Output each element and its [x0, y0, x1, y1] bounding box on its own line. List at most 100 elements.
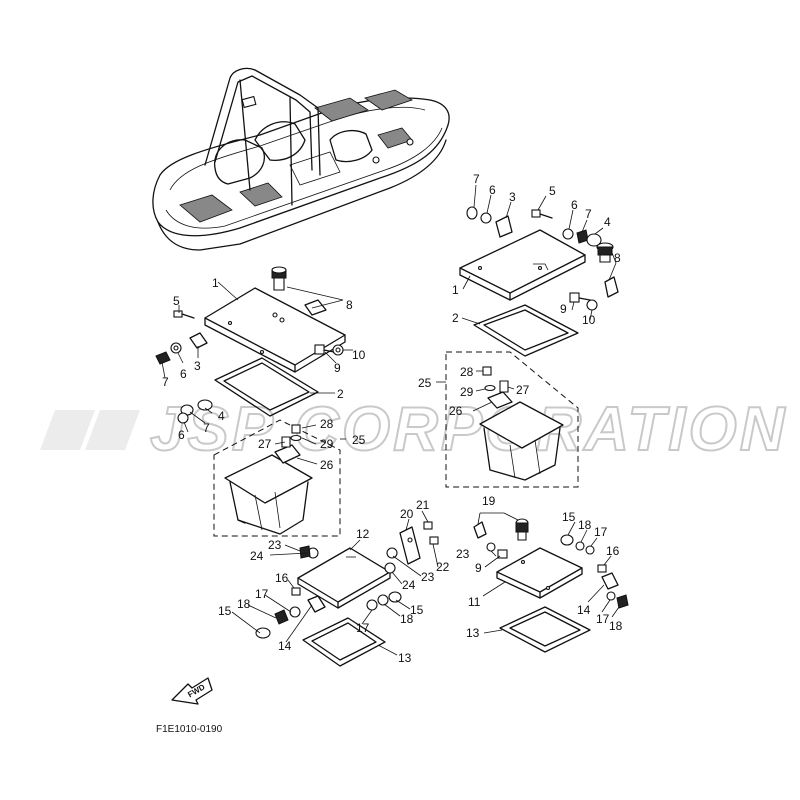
callout-27-right: 27 [516, 383, 530, 397]
callout-23-c: 23 [456, 547, 470, 561]
washer-29-right [484, 384, 496, 392]
callout-18-right: 18 [578, 518, 592, 532]
deck-mat-center [239, 182, 283, 207]
washer-17-left-b [366, 599, 378, 611]
nut-7-left [155, 351, 171, 365]
callout-3-right: 3 [509, 190, 516, 204]
fwd-arrow-icon: FWD [171, 677, 213, 705]
latch-bracket-right [604, 276, 619, 298]
callout-15-right: 15 [562, 510, 576, 524]
screw-28-right [482, 366, 492, 376]
callout-7-right: 7 [473, 172, 480, 186]
screw-22 [429, 536, 439, 545]
washer-17-left [289, 606, 301, 618]
callout-11: 11 [468, 595, 481, 609]
bolt-9-right [569, 292, 591, 303]
cap-15-left [255, 627, 271, 639]
callout-2-right: 2 [452, 311, 459, 325]
callout-6-left: 6 [180, 367, 187, 381]
callout-1-left: 1 [212, 276, 219, 290]
callout-22: 22 [436, 560, 450, 574]
callout-24-a: 24 [402, 578, 416, 592]
deck-mat-stern-right [364, 89, 413, 111]
leader-lines [161, 184, 620, 656]
callout-25-right: 25 [418, 376, 432, 390]
deck-mat-side [377, 127, 413, 149]
callout-8-right: 8 [614, 251, 621, 265]
screw-28-left [291, 424, 301, 434]
callout-25-left: 25 [352, 433, 366, 447]
watermark-text: JSP CORPORATION [150, 395, 788, 464]
hinge-right [495, 215, 513, 238]
callout-20: 20 [400, 507, 414, 521]
hatch-lid-left [204, 287, 346, 373]
boat-illustration [152, 67, 450, 251]
callout-12: 12 [356, 527, 370, 541]
watermark: JSP CORPORATION [40, 394, 788, 465]
storage-box-group-left [213, 419, 341, 537]
callout-9-lower-right: 9 [475, 561, 482, 575]
washer-23-a [386, 547, 398, 559]
callout-9-left: 9 [334, 361, 341, 375]
hinge-14-left [307, 595, 326, 613]
callout-5-right: 5 [549, 184, 556, 198]
callout-17-left: 17 [255, 587, 269, 601]
nut-7-right [466, 206, 478, 220]
screw-21 [423, 521, 433, 530]
latch-knob-right [596, 242, 614, 263]
washer-18-right [575, 541, 585, 551]
callout-13-right: 13 [466, 626, 480, 640]
callout-4-right: 4 [604, 215, 611, 229]
callout-6-right: 6 [489, 183, 496, 197]
storage-box-left [224, 454, 313, 535]
screw-16-right [597, 564, 607, 573]
callout-15-left-b: 15 [410, 603, 424, 617]
callout-7-left-lower: 7 [203, 421, 210, 435]
callout-17-right: 17 [594, 525, 608, 539]
callout-2-left: 2 [337, 387, 344, 401]
diagram-code: F1E1010-0190 [156, 724, 223, 735]
callout-3-left: 3 [194, 359, 201, 373]
storage-box-group-right [445, 351, 579, 488]
callout-18-right-b: 18 [609, 619, 623, 633]
hinge-left [189, 332, 208, 349]
callout-26-left: 26 [320, 458, 334, 472]
callout-labels: 1 5 8 3 6 7 10 9 2 4 7 6 28 25 29 27 26 … [162, 172, 623, 665]
washer-24-a [384, 562, 396, 574]
cap-4-right [586, 233, 602, 247]
callout-10-right: 10 [582, 313, 596, 327]
deck-mat-bow [179, 194, 233, 223]
hatch-seal-right [473, 304, 579, 357]
callout-23-a: 23 [421, 570, 435, 584]
washer-17-right-b [606, 591, 616, 601]
screw-5-right [531, 209, 541, 218]
callout-7-right-2: 7 [585, 207, 592, 221]
washer-29-left [290, 434, 302, 442]
hatch-lid-lower-right [496, 547, 583, 599]
hatch-seal-left [214, 357, 319, 417]
storage-box-right [479, 401, 564, 481]
callout-28-left: 28 [320, 417, 334, 431]
latch-knob-left [271, 266, 287, 291]
deck-mat-stern-left [314, 97, 369, 122]
callout-8-left: 8 [346, 298, 353, 312]
cap-4-left [197, 399, 213, 411]
callout-16-right: 16 [606, 544, 620, 558]
cap-15-left-b [388, 591, 402, 603]
callout-26-right: 26 [449, 404, 463, 418]
hinge-14-right [601, 572, 619, 590]
callout-10-left: 10 [352, 348, 366, 362]
washer-23-right [486, 542, 496, 552]
nut-18-right [616, 594, 629, 609]
washer-17-right [585, 545, 595, 555]
callout-21: 21 [416, 498, 430, 512]
screw-16-left [291, 587, 301, 596]
callout-6-right-2: 6 [571, 198, 578, 212]
nut-18-left [274, 609, 289, 625]
washer-6-right-2 [562, 228, 574, 240]
hatch-lid-right [459, 229, 586, 301]
washer-6-left-lower [177, 412, 189, 424]
callout-7-left: 7 [162, 375, 169, 389]
nut-7-right-2 [576, 229, 589, 244]
